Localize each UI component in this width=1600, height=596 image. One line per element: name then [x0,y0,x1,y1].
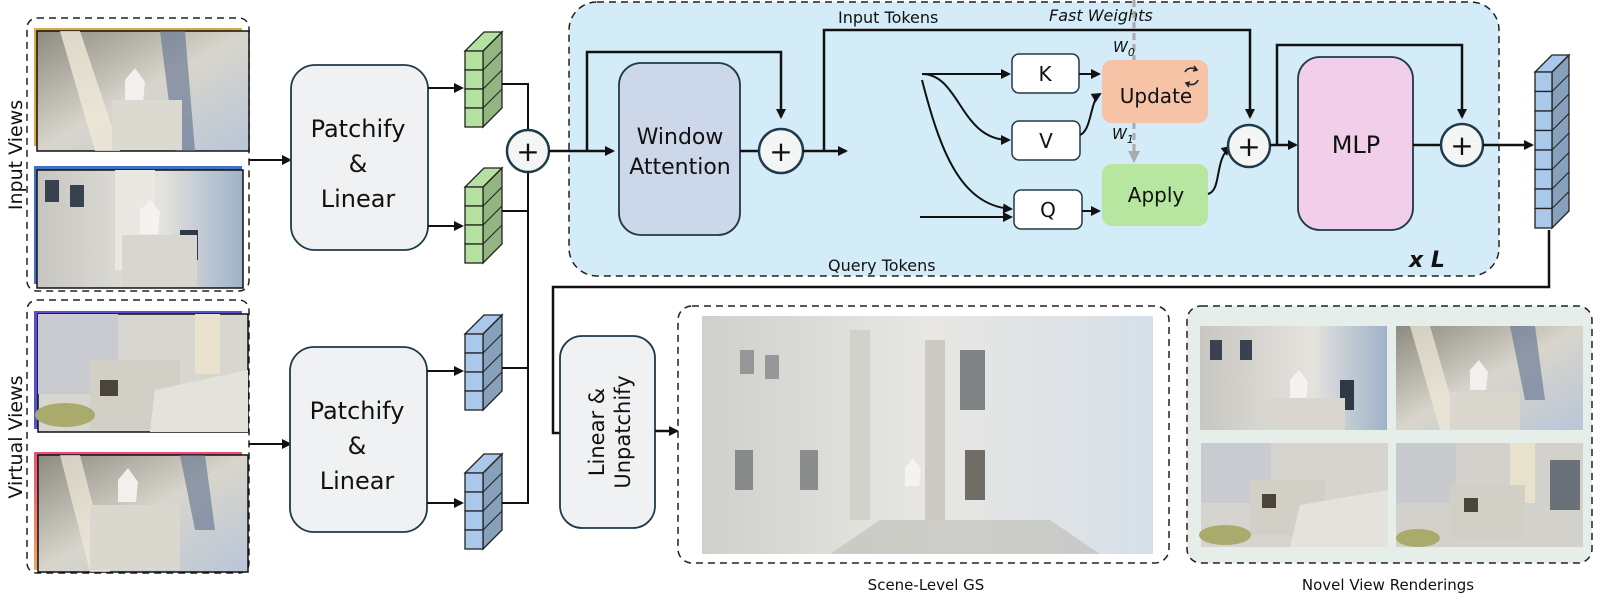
plus-sign: + [516,135,539,168]
token-cell [1534,207,1553,229]
patchify-top-text-2: & [349,150,368,178]
token-cell [464,529,484,550]
token-cell [1534,149,1553,171]
novel-view-caption: Novel View Renderings [1302,576,1474,594]
input-token-stack-2 [463,166,504,265]
residual-skip-2 [822,28,1255,151]
token-cell [464,224,484,245]
query-tokens-label: Query Tokens [828,256,936,275]
token-cell [464,107,484,128]
token-cell [464,88,484,109]
scene-gs-caption: Scene-Level GS [868,576,985,594]
token-cell [464,243,484,264]
output-return-line [551,230,1551,435]
patchify-bottom-text-2: & [348,432,367,460]
token-cell [1534,71,1553,93]
plus-node-2: + [1226,123,1272,169]
fast-weights-label: Fast Weights [1049,6,1153,25]
window-attention-text-1: Window [637,125,724,150]
output-token-stack [1533,53,1571,230]
token-cell [464,50,484,71]
novel-view-1 [1200,326,1387,430]
virtual-views-group: Virtual Views [5,299,250,574]
w0-label: W0 [1113,38,1135,59]
k-box: K [1011,53,1080,94]
virtual-token-stack-2 [463,452,504,551]
plus-node-merge: + [505,128,551,174]
token-cell [464,472,484,493]
novel-view-4 [1396,443,1583,547]
window-attention-text-2: Attention [629,155,731,180]
token-cell [1534,90,1553,112]
w1-label: W1 [1112,125,1134,146]
novel-view-3 [1199,443,1388,547]
patchify-top-text-3: Linear [321,185,396,213]
patchify-bottom-text-3: Linear [320,467,395,495]
token-cell [1534,188,1553,210]
patchify-linear-top: Patchify & Linear [290,64,429,251]
token-cell [1534,168,1553,190]
token-cell [464,390,484,411]
novel-view-2 [1396,326,1583,430]
token-cell [464,352,484,373]
token-to-kvq-arrows [920,69,1013,222]
token-cell [1534,129,1553,151]
patchify-linear-bottom: Patchify & Linear [289,346,428,533]
q-box: Q [1013,189,1083,230]
token-cell [464,205,484,226]
scene-level-gs-panel: Scene-Level GS [677,305,1170,594]
plus-node-3: + [1439,122,1485,168]
refresh-icon [1184,65,1199,88]
input-tokens-label: Input Tokens [838,8,938,27]
repeat-label: x L [1408,248,1445,273]
mlp-box: MLP [1297,56,1414,231]
input-view-1 [34,28,250,152]
token-cell [1534,110,1553,132]
v-label: V [1039,129,1053,153]
residual-skip-1 [585,50,786,151]
k-label: K [1038,62,1052,86]
mlp-label: MLP [1332,131,1381,159]
token-cell [464,491,484,512]
novel-view-renderings-panel: Novel View Renderings [1186,305,1593,594]
virtual-view-2 [34,452,249,573]
token-cell [464,510,484,531]
linear-unpatchify-text-1: Linear & [585,388,609,476]
token-cell [464,333,484,354]
input-view-2 [34,166,244,289]
v-box: V [1011,120,1081,161]
token-cell [464,69,484,90]
plus-node-1: + [757,127,805,175]
patchify-bottom-text-1: Patchify [310,397,405,425]
apply-label: Apply [1128,183,1185,207]
token-cell [464,186,484,207]
patchify-top-text-1: Patchify [311,115,406,143]
input-views-label: Input Views [5,100,27,210]
virtual-token-stack-1 [463,313,504,412]
kvq-to-update-apply-arrows [1079,69,1232,216]
input-views-group: Input Views [5,17,250,292]
virtual-views-label: Virtual Views [5,375,27,498]
input-token-stack-1 [463,30,504,129]
update-label: Update [1120,84,1192,108]
q-label: Q [1040,198,1056,222]
residual-skip-3 [1275,43,1467,145]
plus-sign: + [1450,129,1473,162]
token-cell [464,371,484,392]
apply-box: Apply [1102,164,1208,226]
plus-sign: + [769,135,792,168]
window-attention-box: Window Attention [618,62,741,236]
virtual-view-1 [34,311,249,433]
update-box: Update [1102,60,1208,123]
merge-lines [502,83,529,504]
plus-sign: + [1237,130,1260,163]
linear-unpatchify-box: Linear & Unpatchify [559,335,656,529]
linear-unpatchify-text-2: Unpatchify [611,375,635,488]
